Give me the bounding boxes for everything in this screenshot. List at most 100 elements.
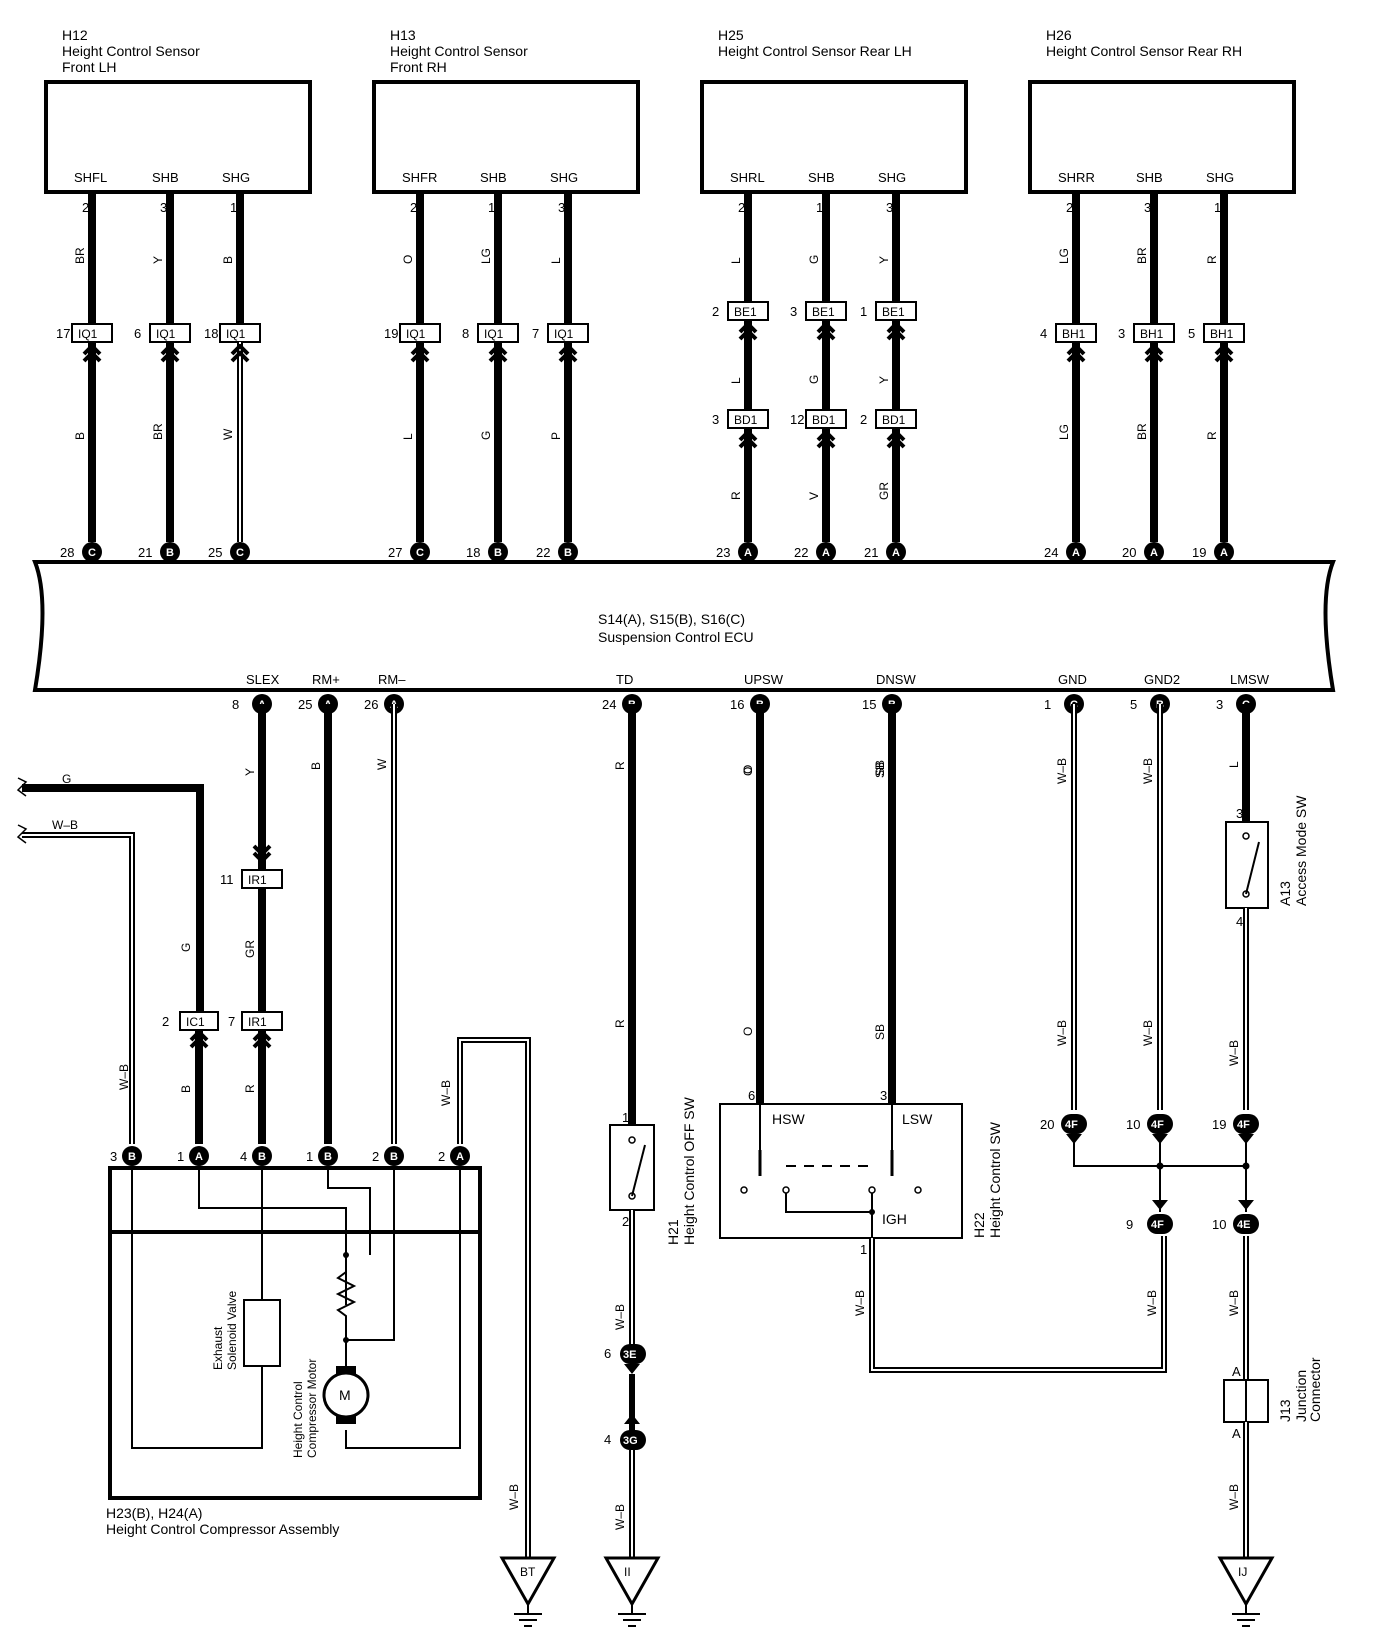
gnd-wb-3: W–B <box>1055 1020 1069 1046</box>
ir1a-pin: 11 <box>220 872 234 887</box>
ecu-box: S14(A), S15(B), S16(C) Suspension Contro… <box>32 560 1336 692</box>
ecu-connector-badge: A <box>892 547 900 559</box>
ground-conn-pin: 9 <box>1126 1217 1133 1232</box>
h22-pin1: 1 <box>860 1242 867 1257</box>
gnd-wb-4: W–B <box>1141 1020 1155 1046</box>
wb-wire-label-2: W–B <box>439 1080 453 1106</box>
ecu-connector-badge: B <box>494 547 502 559</box>
ecu-connector-badge: C <box>236 547 244 559</box>
wire-color-top: L <box>729 257 743 264</box>
h21-wb-label-2: W–B <box>613 1504 627 1530</box>
ground-icon: BT <box>499 1556 557 1627</box>
sensor-pin-label: SHB <box>808 170 835 185</box>
motor-symbol: M <box>339 1387 351 1403</box>
ecu-pin-num: 19 <box>1192 545 1206 560</box>
ground-conn-pin: 19 <box>1212 1117 1226 1132</box>
valve-label-1: Exhaust <box>211 1326 225 1370</box>
connector-bd1: BD1 <box>812 413 836 427</box>
sensor-pin-label: SHG <box>550 170 578 185</box>
compressor-pin-num: 1 <box>177 1149 184 1164</box>
ground-conn-pin: 20 <box>1040 1117 1054 1132</box>
wire-color-top: L <box>549 257 563 264</box>
connector-iq1-pin: 18 <box>204 326 218 341</box>
connector-be1-pin: 1 <box>860 304 867 319</box>
ecu-bottom-wire-color: W <box>375 758 389 770</box>
sensor-name: Height Control Sensor Rear LH <box>718 43 912 59</box>
ecu-connector-badge: C <box>88 547 96 559</box>
h21-wb-label: W–B <box>613 1304 627 1330</box>
sensor-pin-num: 3 <box>558 200 565 215</box>
wire-color-top: BR <box>1135 247 1149 264</box>
j13-code: J13 <box>1277 1399 1293 1422</box>
ecu-bottom-pin: 26 <box>364 697 378 712</box>
h21-code: H21 <box>665 1219 681 1245</box>
ecu-pin-num: 21 <box>864 545 878 560</box>
sensor-name-2: Front RH <box>390 59 447 75</box>
sensor-pin-label: SHB <box>152 170 179 185</box>
h22-igh: IGH <box>882 1211 907 1227</box>
ground-icon: II <box>603 1556 661 1627</box>
h22-o-label-2: O <box>741 1027 755 1036</box>
ecu-bottom-wire-color: Y <box>243 768 257 776</box>
ecu-pin-num: 24 <box>1044 545 1058 560</box>
h22-pin3: 3 <box>880 1088 887 1103</box>
ecu-bottom-label: UPSW <box>744 672 784 687</box>
ground-conn-label: 4E <box>1237 1219 1250 1231</box>
gr-wire-label: GR <box>243 940 257 958</box>
h22-sb-label: SB <box>873 762 887 778</box>
solenoid-valve-icon <box>243 1299 281 1367</box>
ecu-pin-num: 25 <box>208 545 222 560</box>
compressor-pin-num: 3 <box>110 1149 117 1164</box>
j13-name1: Junction <box>1293 1370 1309 1422</box>
ground-conn-label: 4F <box>1065 1119 1078 1131</box>
sensor-pin-label: SHRR <box>1058 170 1095 185</box>
connector-iq1: IQ1 <box>156 327 176 341</box>
h21-c3e-pin: 6 <box>604 1346 611 1361</box>
sensor-name-2: Front LH <box>62 59 116 75</box>
wire-color-mid: L <box>729 377 743 384</box>
ground-label: II <box>624 1565 631 1579</box>
connector-bd1-pin: 12 <box>790 412 804 427</box>
connector-be1: BE1 <box>812 305 835 319</box>
sensor-name: Height Control Sensor Rear RH <box>1046 43 1242 59</box>
connector-iq1-pin: 8 <box>462 326 469 341</box>
connector-bd1-pin: 2 <box>860 412 867 427</box>
wire-color-bot: G <box>479 431 493 440</box>
wire-color-top: O <box>401 255 415 264</box>
ground-conn-label: 4F <box>1237 1119 1250 1131</box>
wb-wire-label: W–B <box>117 1064 131 1090</box>
j13-a-bot: A <box>1232 1426 1241 1441</box>
compressor-assembly: G W–B W–B G B IC1 2 IR1 11 GR IR1 7 R <box>16 704 531 1558</box>
connector-bd1-pin: 3 <box>712 412 719 427</box>
sensor-code: H26 <box>1046 27 1072 43</box>
j13-a-top: A <box>1232 1364 1241 1379</box>
ecu-pin-num: 28 <box>60 545 74 560</box>
h22-name: Height Control SW <box>987 1121 1003 1238</box>
sensor-pin-num: 1 <box>1214 200 1221 215</box>
connector-bh1: BH1 <box>1062 327 1086 341</box>
connector-iq1-pin: 6 <box>134 326 141 341</box>
ground-conn-label: 4F <box>1151 1119 1164 1131</box>
ic1-label: IC1 <box>186 1015 205 1029</box>
h22-wb-label: W–B <box>853 1290 867 1316</box>
sensor-pin-label: SHG <box>878 170 906 185</box>
access-switch-icon <box>1225 821 1269 909</box>
connector-iq1-pin: 17 <box>56 326 70 341</box>
sensor-pin-label: SHG <box>222 170 250 185</box>
ecu-bottom-label: TD <box>616 672 633 687</box>
ground-icon: IJ <box>1217 1556 1275 1627</box>
feed-g-label: G <box>62 772 71 786</box>
connector-bh1-pin: 4 <box>1040 326 1047 341</box>
h21-c3g: 3G <box>623 1435 638 1447</box>
wire-color-bot: W <box>221 428 235 440</box>
g-wire-label: G <box>179 943 193 952</box>
ecu-bottom-label: GND <box>1058 672 1087 687</box>
ecu-title-1: S14(A), S15(B), S16(C) <box>598 611 745 627</box>
wire-color-bot: R <box>1205 431 1219 440</box>
ecu-pin-num: 22 <box>536 545 550 560</box>
h21-name: Height Control OFF SW <box>681 1096 697 1245</box>
connector-be1: BE1 <box>734 305 757 319</box>
